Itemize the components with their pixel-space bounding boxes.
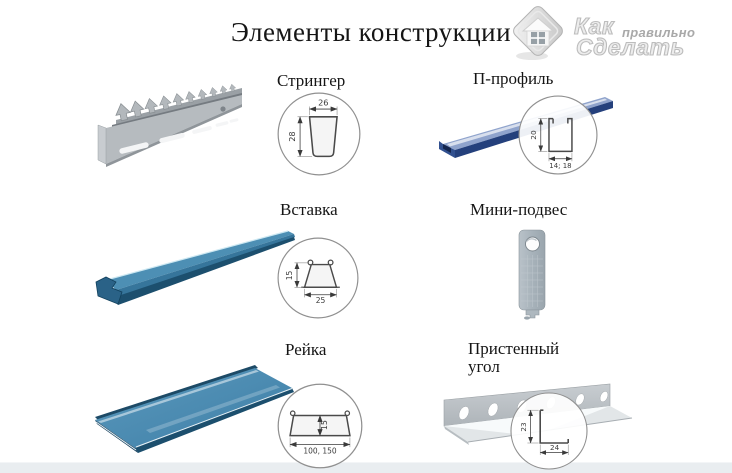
p-profile-section-shape <box>548 117 573 153</box>
brand-logo: Как правильно Сделать <box>510 4 730 62</box>
p-profile-section-diagram: 20 14; 18 <box>518 95 598 175</box>
stringer-dim-width: 26 <box>318 98 328 108</box>
house-in-diamond-icon <box>513 6 563 60</box>
logo-word-pravilno: правильно <box>622 25 696 40</box>
mini-hanger-texture <box>521 255 543 307</box>
stringer-photo <box>97 83 242 167</box>
logo-word-sdelat: Сделать <box>575 33 685 60</box>
wall-angle-section-diagram: 23 24 <box>510 392 588 470</box>
rail-photo <box>95 365 294 453</box>
page-title: Элементы конструкции <box>231 17 512 47</box>
rail-dim-height: 15 <box>320 420 329 430</box>
insert-dim-width: 25 <box>316 296 326 305</box>
stringer-section-diagram: 26 28 <box>277 92 361 176</box>
stringer-slots <box>119 118 239 154</box>
item-stringer-label: Стрингер <box>277 71 346 90</box>
insert-section-diagram: 15 25 <box>277 237 359 319</box>
wall-angle-dim-width: 24 <box>550 443 560 452</box>
insert-photo <box>95 230 295 305</box>
bottom-strip <box>0 462 732 473</box>
rail-section-diagram: 15 100, 150 <box>277 383 363 469</box>
stringer-section-shape <box>308 116 338 158</box>
stringer-dim-height: 28 <box>287 131 297 141</box>
p-profile-dim-height: 20 <box>529 130 538 140</box>
mini-hanger-photo <box>518 229 546 320</box>
item-rail-label: Рейка <box>285 340 327 359</box>
item-wall-angle-label: Пристенный угол <box>468 339 560 377</box>
item-p-profile-label: П-профиль <box>473 69 554 88</box>
wall-angle-section-shape <box>539 409 569 444</box>
logo-word-kak: Как <box>573 12 615 39</box>
item-insert-label: Вставка <box>280 200 338 219</box>
logo-house <box>521 17 555 47</box>
item-mini-hanger-label: Мини-подвес <box>470 200 568 219</box>
p-profile-dim-width: 14; 18 <box>549 162 571 170</box>
insert-dim-height: 15 <box>285 270 294 280</box>
rail-dim-width: 100, 150 <box>303 446 337 455</box>
wall-angle-dim-height: 23 <box>519 422 528 431</box>
